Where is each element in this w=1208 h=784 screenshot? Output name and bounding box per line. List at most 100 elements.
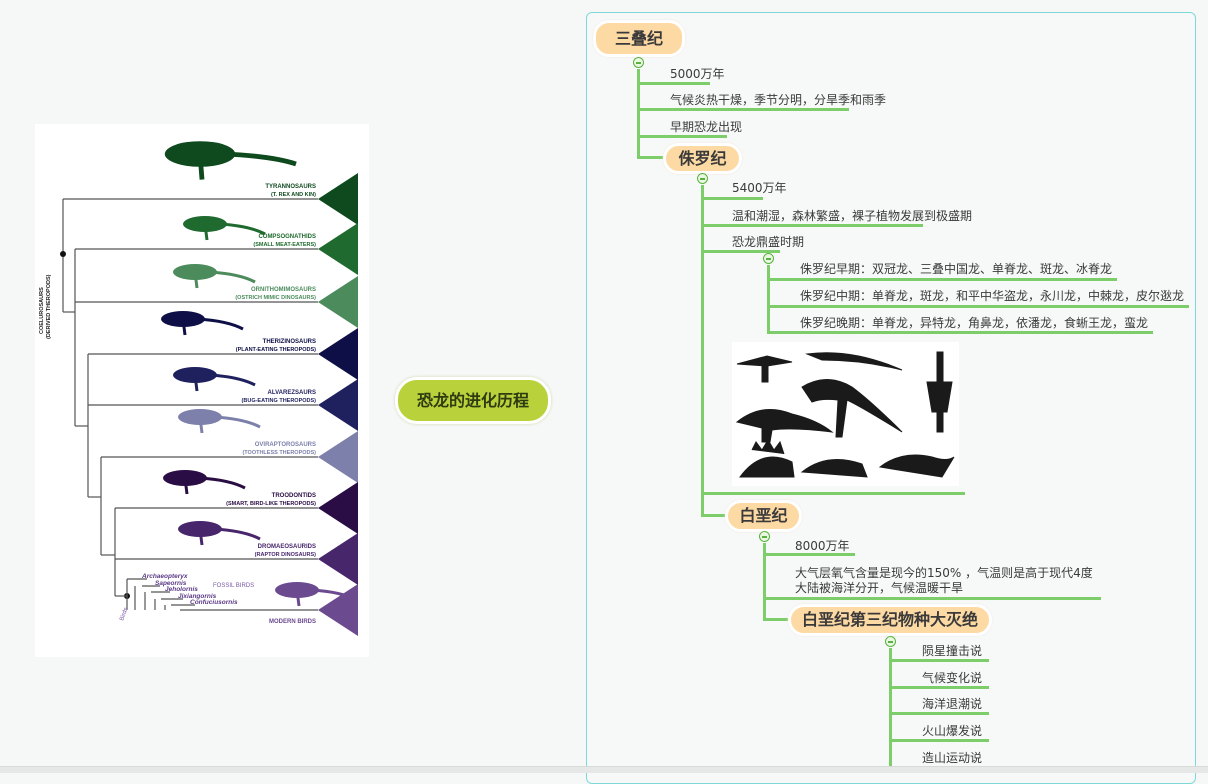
branch-line (701, 514, 729, 517)
dinosaur-tail (209, 373, 256, 387)
leaf-duration[interactable]: 5000万年 (670, 67, 725, 81)
dinosaur-tail (214, 415, 261, 429)
central-topic[interactable]: 恐龙的进化历程 (395, 377, 551, 424)
leaf-theory[interactable]: 海洋退潮说 (922, 697, 983, 711)
leaf-dinosaurs[interactable]: 早期恐龙出现 (670, 120, 743, 134)
leaf-underline (701, 492, 965, 495)
branch-line (637, 156, 667, 159)
root-clade-sublabel: (DERIVED THEROPODS) (46, 274, 52, 339)
dinosaur-skeletons-image[interactable] (732, 342, 959, 486)
leaf-underline (637, 108, 849, 111)
leaf-underline (763, 553, 855, 556)
branch-line (637, 69, 640, 159)
dinosaur-leg (198, 528, 204, 546)
dinosaur-leg (295, 589, 301, 607)
clade-triangle (318, 379, 358, 431)
clade-description: (SMART, BIRD-LIKE THEROPODS) (226, 501, 316, 507)
dinosaur-leg (198, 416, 204, 434)
skeleton-illustration (735, 351, 955, 478)
fossil-bird-name: Archaeopteryx (141, 573, 188, 580)
root-node-dot (60, 251, 66, 257)
leaf-middle-jurassic[interactable]: 侏罗纪中期：单脊龙，斑龙，和平中华盗龙，永川龙，中棘龙，皮尔逖龙 (800, 289, 1185, 303)
leaf-underline (701, 224, 923, 227)
leaf-dinosaurs[interactable]: 恐龙鼎盛时期 (732, 235, 805, 249)
leaf-underline (889, 659, 989, 662)
clade-triangle (318, 431, 358, 483)
leaf-underline (637, 135, 727, 138)
collapse-icon[interactable] (763, 253, 774, 264)
fossil-bird-name: Jeholornis (165, 586, 198, 593)
cladogram-image: TYRANNOSAURS (T. REX AND KIN) COMPSOGNATHI… (35, 124, 369, 657)
clade-name: TYRANNOSAURS (265, 184, 316, 190)
clade-triangle (318, 173, 358, 225)
dinosaur-leg (197, 153, 205, 180)
dinosaur-tail (311, 588, 358, 602)
leaf-underline (889, 686, 989, 689)
birds-label: Birds (119, 607, 129, 622)
collapse-icon[interactable] (697, 173, 708, 184)
dinosaur-tail (219, 222, 266, 236)
topic-triassic[interactable]: 三叠纪 (593, 20, 685, 57)
clade-description: (T. REX AND KIN) (271, 192, 316, 198)
clade-name: DROMAEOSAURIDS (258, 544, 316, 550)
clade-description: (TOOTHLESS THEROPODS) (242, 450, 316, 456)
dinosaur-leg (203, 223, 209, 241)
clade-description: (OSTRICH MIMIC DINOSAURS) (235, 295, 316, 301)
leaf-climate[interactable]: 气候炎热干燥，季节分明，分旱季和雨季 (670, 93, 887, 107)
fossil-bird-name: Jixiangornis (178, 593, 217, 600)
clade-name: COMPSOGNATHIDS (258, 234, 316, 240)
collapse-icon[interactable] (633, 57, 644, 68)
cladogram-svg: TYRANNOSAURS (T. REX AND KIN) COMPSOGNATHI… (39, 141, 358, 636)
clade-name: MODERN BIRDS (269, 619, 316, 625)
clade-description: (BUG-EATING THEROPODS) (242, 398, 317, 404)
leaf-underline (701, 197, 763, 200)
leaf-underline (637, 82, 710, 85)
topic-mass-extinction[interactable]: 白垩纪第三纪物种大灭绝 (788, 604, 992, 636)
dinosaur-tail (197, 317, 244, 331)
leaf-duration[interactable]: 5400万年 (732, 181, 787, 195)
dinosaur-leg (181, 318, 187, 336)
topic-jurassic[interactable]: 侏罗纪 (663, 143, 742, 174)
branch-line (701, 185, 704, 517)
root-clade-label: COELUROSAURS (39, 287, 45, 334)
leaf-underline (889, 712, 989, 715)
branch-line (763, 618, 791, 621)
leaf-climate-line1[interactable]: 大气层氧气含量是现今的150% ，气温则是高于现代4度 (795, 566, 1093, 580)
branch-line (763, 543, 766, 621)
leaf-duration[interactable]: 8000万年 (795, 539, 850, 553)
clade-triangle (318, 482, 358, 534)
leaf-underline (767, 305, 1189, 308)
clade-triangle (318, 223, 358, 275)
leaf-late-jurassic[interactable]: 侏罗纪晚期：单脊龙，异特龙，角鼻龙，依潘龙，食蜥王龙，蛮龙 (800, 316, 1149, 330)
collapse-icon[interactable] (885, 636, 896, 647)
clade-triangle (318, 328, 358, 380)
dinosaur-tail (223, 151, 297, 167)
leaf-underline (763, 597, 1101, 600)
horizontal-scrollbar[interactable] (0, 766, 1208, 773)
clade-description: (RAPTOR DINOSAURS) (255, 552, 316, 558)
dinosaur-tail (214, 527, 261, 541)
leaf-underline (701, 250, 780, 253)
clade-name: ORNITHOMIMOSAURS (251, 287, 316, 293)
leaf-early-jurassic[interactable]: 侏罗纪早期：双冠龙、三叠中国龙、单脊龙、斑龙、冰脊龙 (800, 262, 1113, 276)
dinosaur-leg (193, 374, 199, 392)
topic-cretaceous[interactable]: 白垩纪 (725, 500, 802, 532)
leaf-theory[interactable]: 造山运动说 (922, 751, 983, 765)
branch-line (767, 265, 770, 333)
leaf-underline (767, 278, 1117, 281)
collapse-icon[interactable] (759, 531, 770, 542)
clade-name: THERIZINOSAURS (263, 339, 316, 345)
branch-line (889, 648, 892, 772)
clade-name: ALVAREZSAURS (268, 390, 316, 396)
leaf-theory[interactable]: 火山爆发说 (922, 724, 983, 738)
fossil-birds-label: FOSSIL BIRDS (213, 583, 254, 589)
leaf-climate-line2[interactable]: 大陆被海洋分开，气候温暖干旱 (795, 581, 964, 595)
clade-name: OVIRAPTOROSAURS (255, 442, 316, 448)
dinosaur-leg (193, 271, 199, 289)
leaf-theory[interactable]: 陨星撞击说 (922, 644, 983, 658)
leaf-theory[interactable]: 气候变化说 (922, 671, 983, 685)
leaf-underline (889, 739, 989, 742)
dinosaur-leg (183, 477, 189, 495)
clade-description: (PLANT-EATING THEROPODS) (236, 347, 316, 353)
leaf-climate[interactable]: 温和潮湿，森林繁盛，裸子植物发展到极盛期 (732, 209, 973, 223)
